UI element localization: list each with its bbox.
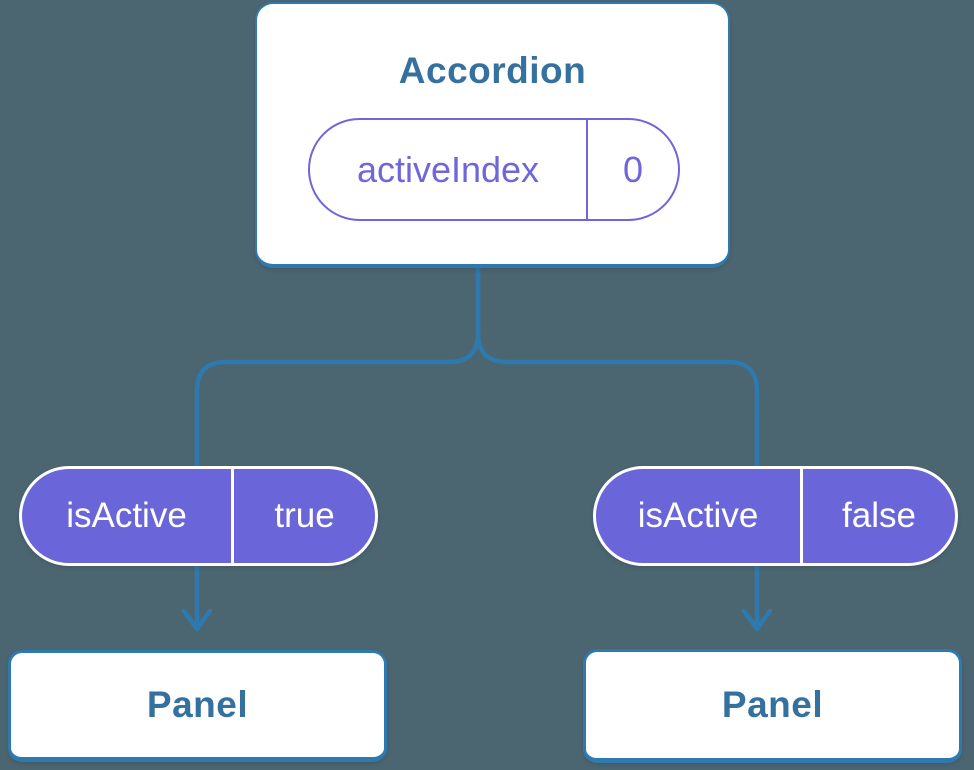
- prop-pill-left-value: true: [274, 496, 335, 535]
- accordion-node: Accordion activeIndex 0: [255, 2, 730, 268]
- accordion-state-pill: activeIndex 0: [308, 118, 680, 221]
- prop-pill-left-label: isActive: [22, 469, 234, 563]
- prop-pill-isactive-true: isActive true: [19, 466, 378, 566]
- state-pill-label: activeIndex: [310, 120, 588, 219]
- accordion-node-title: Accordion: [398, 50, 587, 91]
- panel-node-right: Panel: [583, 649, 962, 763]
- prop-pill-right-value: false: [842, 496, 916, 535]
- prop-pill-isactive-false: isActive false: [593, 466, 958, 566]
- arrow-right-head-icon: [741, 608, 773, 632]
- state-pill-value: 0: [622, 148, 644, 190]
- connector-left-branch: [194, 259, 481, 569]
- arrow-left-head-icon: [181, 608, 213, 632]
- panel-node-left: Panel: [8, 650, 387, 762]
- connector-right-branch: [475, 259, 760, 569]
- panel-right-title: Panel: [721, 684, 824, 725]
- prop-pill-right-label: isActive: [596, 469, 803, 563]
- panel-left-title: Panel: [146, 684, 249, 725]
